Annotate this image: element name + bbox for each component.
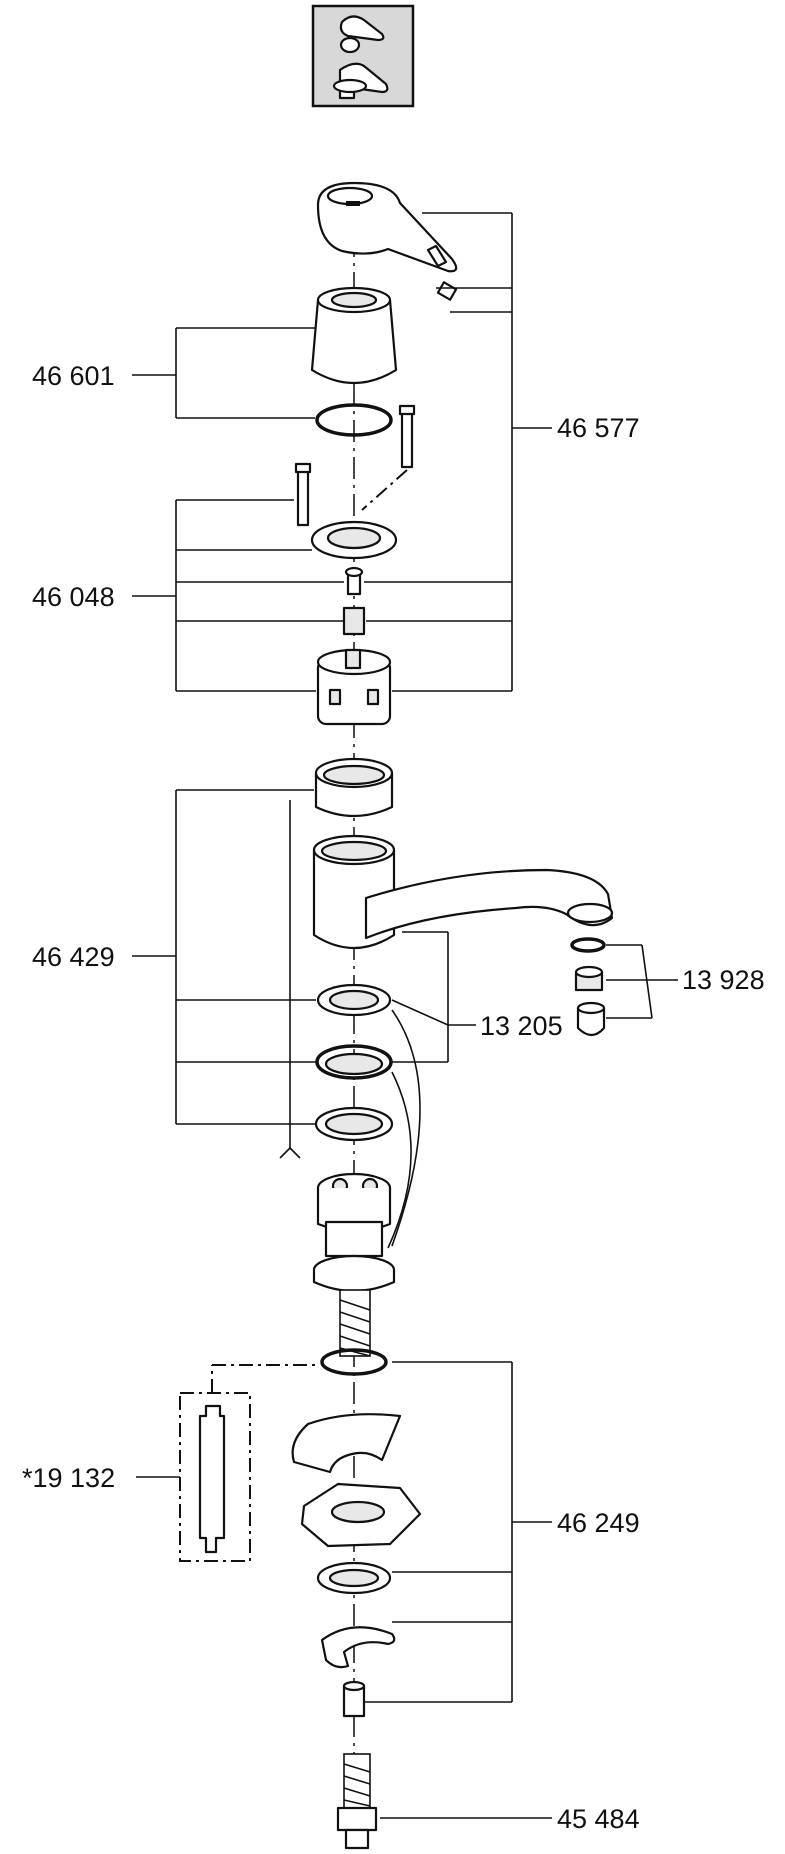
screws: [294, 404, 416, 527]
retaining-nut: [310, 520, 398, 560]
bracket-cartridge: [132, 499, 344, 692]
aerator-parts: [570, 937, 606, 1037]
label-46577: 46 577: [557, 413, 640, 443]
label-13928: 13 928: [682, 965, 765, 995]
flex-hose-upper: [320, 1289, 388, 1376]
seal-rings: [314, 983, 394, 1142]
label-19132: *19 132: [22, 1463, 115, 1493]
cartridge: [316, 648, 392, 726]
cap: [310, 286, 398, 385]
small-screw: [344, 566, 364, 596]
service-tool: [136, 1364, 320, 1562]
mixer-type-icon: [311, 4, 415, 108]
o-ring: [315, 403, 393, 437]
label-45484: 45 484: [557, 1804, 640, 1834]
base-ring: [314, 757, 394, 818]
faucet-body: [312, 834, 614, 950]
bracket-cap: [132, 327, 315, 419]
lever-handle: [316, 181, 458, 301]
bracket-aerator: [606, 944, 678, 1019]
valve-body: [312, 1172, 396, 1293]
bracket-body-seal-kit: [132, 789, 316, 1159]
label-46601: 46 601: [32, 361, 115, 391]
bracket-handle-kit: [364, 212, 552, 692]
mounting-parts: [291, 1413, 422, 1718]
bracket-o-ring-set: [387, 931, 476, 1249]
label-13205: 13 205: [480, 1011, 563, 1041]
flex-hose: [336, 1753, 552, 1850]
bracket-mounting-kit: [364, 1361, 552, 1703]
label-46429: 46 429: [32, 942, 115, 972]
label-46249: 46 249: [557, 1508, 640, 1538]
adapter: [342, 606, 366, 636]
label-46048: 46 048: [32, 582, 115, 612]
